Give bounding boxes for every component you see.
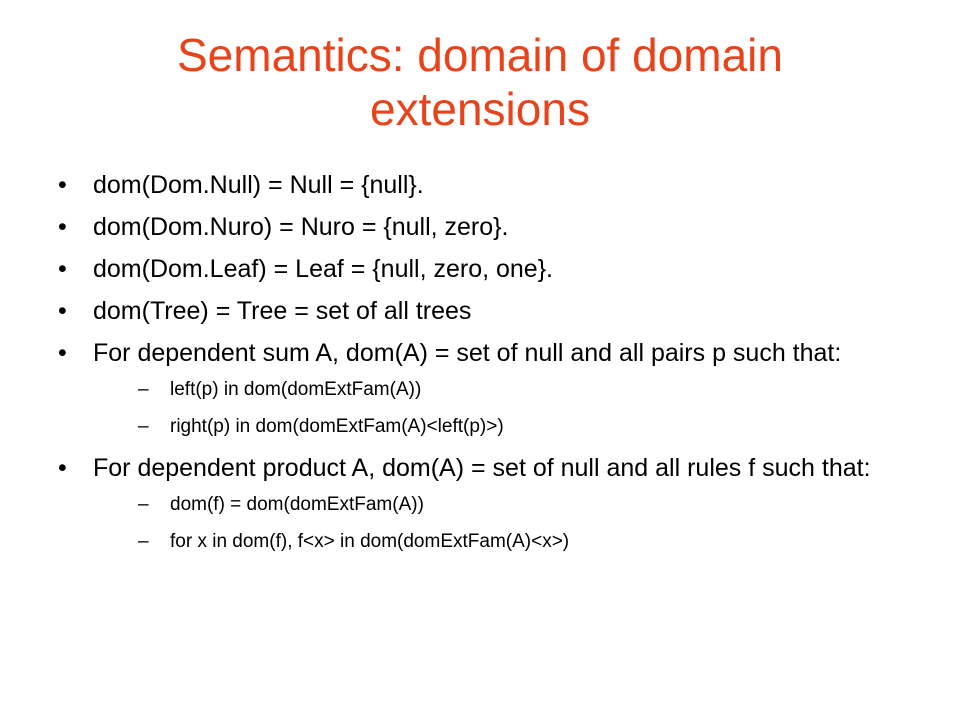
- bullet-text: dom(Dom.Nuro) = Nuro = {null, zero}.: [93, 213, 509, 241]
- bullet-text: For dependent sum A, dom(A) = set of nul…: [93, 339, 842, 367]
- bullet-glyph: •: [58, 213, 67, 241]
- sub-bullet-list: – left(p) in dom(domExtFam(A)) – right(p…: [93, 379, 878, 438]
- bullet-item: • dom(Dom.Null) = Null = {null}.: [58, 170, 878, 200]
- sub-bullet-item: – for x in dom(f), f<x> in dom(domExtFam…: [93, 531, 878, 553]
- dash-glyph: –: [138, 531, 149, 552]
- bullet-glyph: •: [58, 339, 67, 367]
- bullet-glyph: •: [58, 255, 67, 283]
- slide-title: Semantics: domain of domain extensions: [80, 28, 880, 136]
- bullet-glyph: •: [58, 297, 67, 325]
- sub-bullet-item: – left(p) in dom(domExtFam(A)): [93, 379, 878, 401]
- sub-bullet-item: – right(p) in dom(domExtFam(A)<left(p)>): [93, 416, 878, 438]
- sub-bullet-text: dom(f) = dom(domExtFam(A)): [170, 494, 424, 515]
- bullet-item: • dom(Dom.Leaf) = Leaf = {null, zero, on…: [58, 254, 878, 284]
- bullet-list: • dom(Dom.Null) = Null = {null}. • dom(D…: [58, 170, 878, 568]
- sub-bullet-text: left(p) in dom(domExtFam(A)): [170, 379, 422, 400]
- title-line-2: extensions: [370, 83, 590, 135]
- dash-glyph: –: [138, 494, 149, 515]
- bullet-glyph: •: [58, 454, 67, 482]
- title-line-1: Semantics: domain of domain: [177, 29, 783, 81]
- dash-glyph: –: [138, 379, 149, 400]
- bullet-item: • dom(Dom.Nuro) = Nuro = {null, zero}.: [58, 212, 878, 242]
- bullet-item-dependent-sum: • For dependent sum A, dom(A) = set of n…: [58, 338, 878, 438]
- bullet-text: dom(Tree) = Tree = set of all trees: [93, 297, 472, 325]
- dash-glyph: –: [138, 416, 149, 437]
- sub-bullet-item: – dom(f) = dom(domExtFam(A)): [93, 494, 878, 516]
- sub-bullet-list: – dom(f) = dom(domExtFam(A)) – for x in …: [93, 494, 878, 553]
- bullet-item: • dom(Tree) = Tree = set of all trees: [58, 296, 878, 326]
- bullet-text: dom(Dom.Leaf) = Leaf = {null, zero, one}…: [93, 255, 553, 283]
- sub-bullet-text: for x in dom(f), f<x> in dom(domExtFam(A…: [170, 531, 570, 552]
- bullet-text: For dependent product A, dom(A) = set of…: [93, 454, 871, 482]
- bullet-glyph: •: [58, 171, 67, 199]
- bullet-text: dom(Dom.Null) = Null = {null}.: [93, 171, 424, 199]
- sub-bullet-text: right(p) in dom(domExtFam(A)<left(p)>): [170, 416, 504, 437]
- bullet-item-dependent-product: • For dependent product A, dom(A) = set …: [58, 453, 878, 553]
